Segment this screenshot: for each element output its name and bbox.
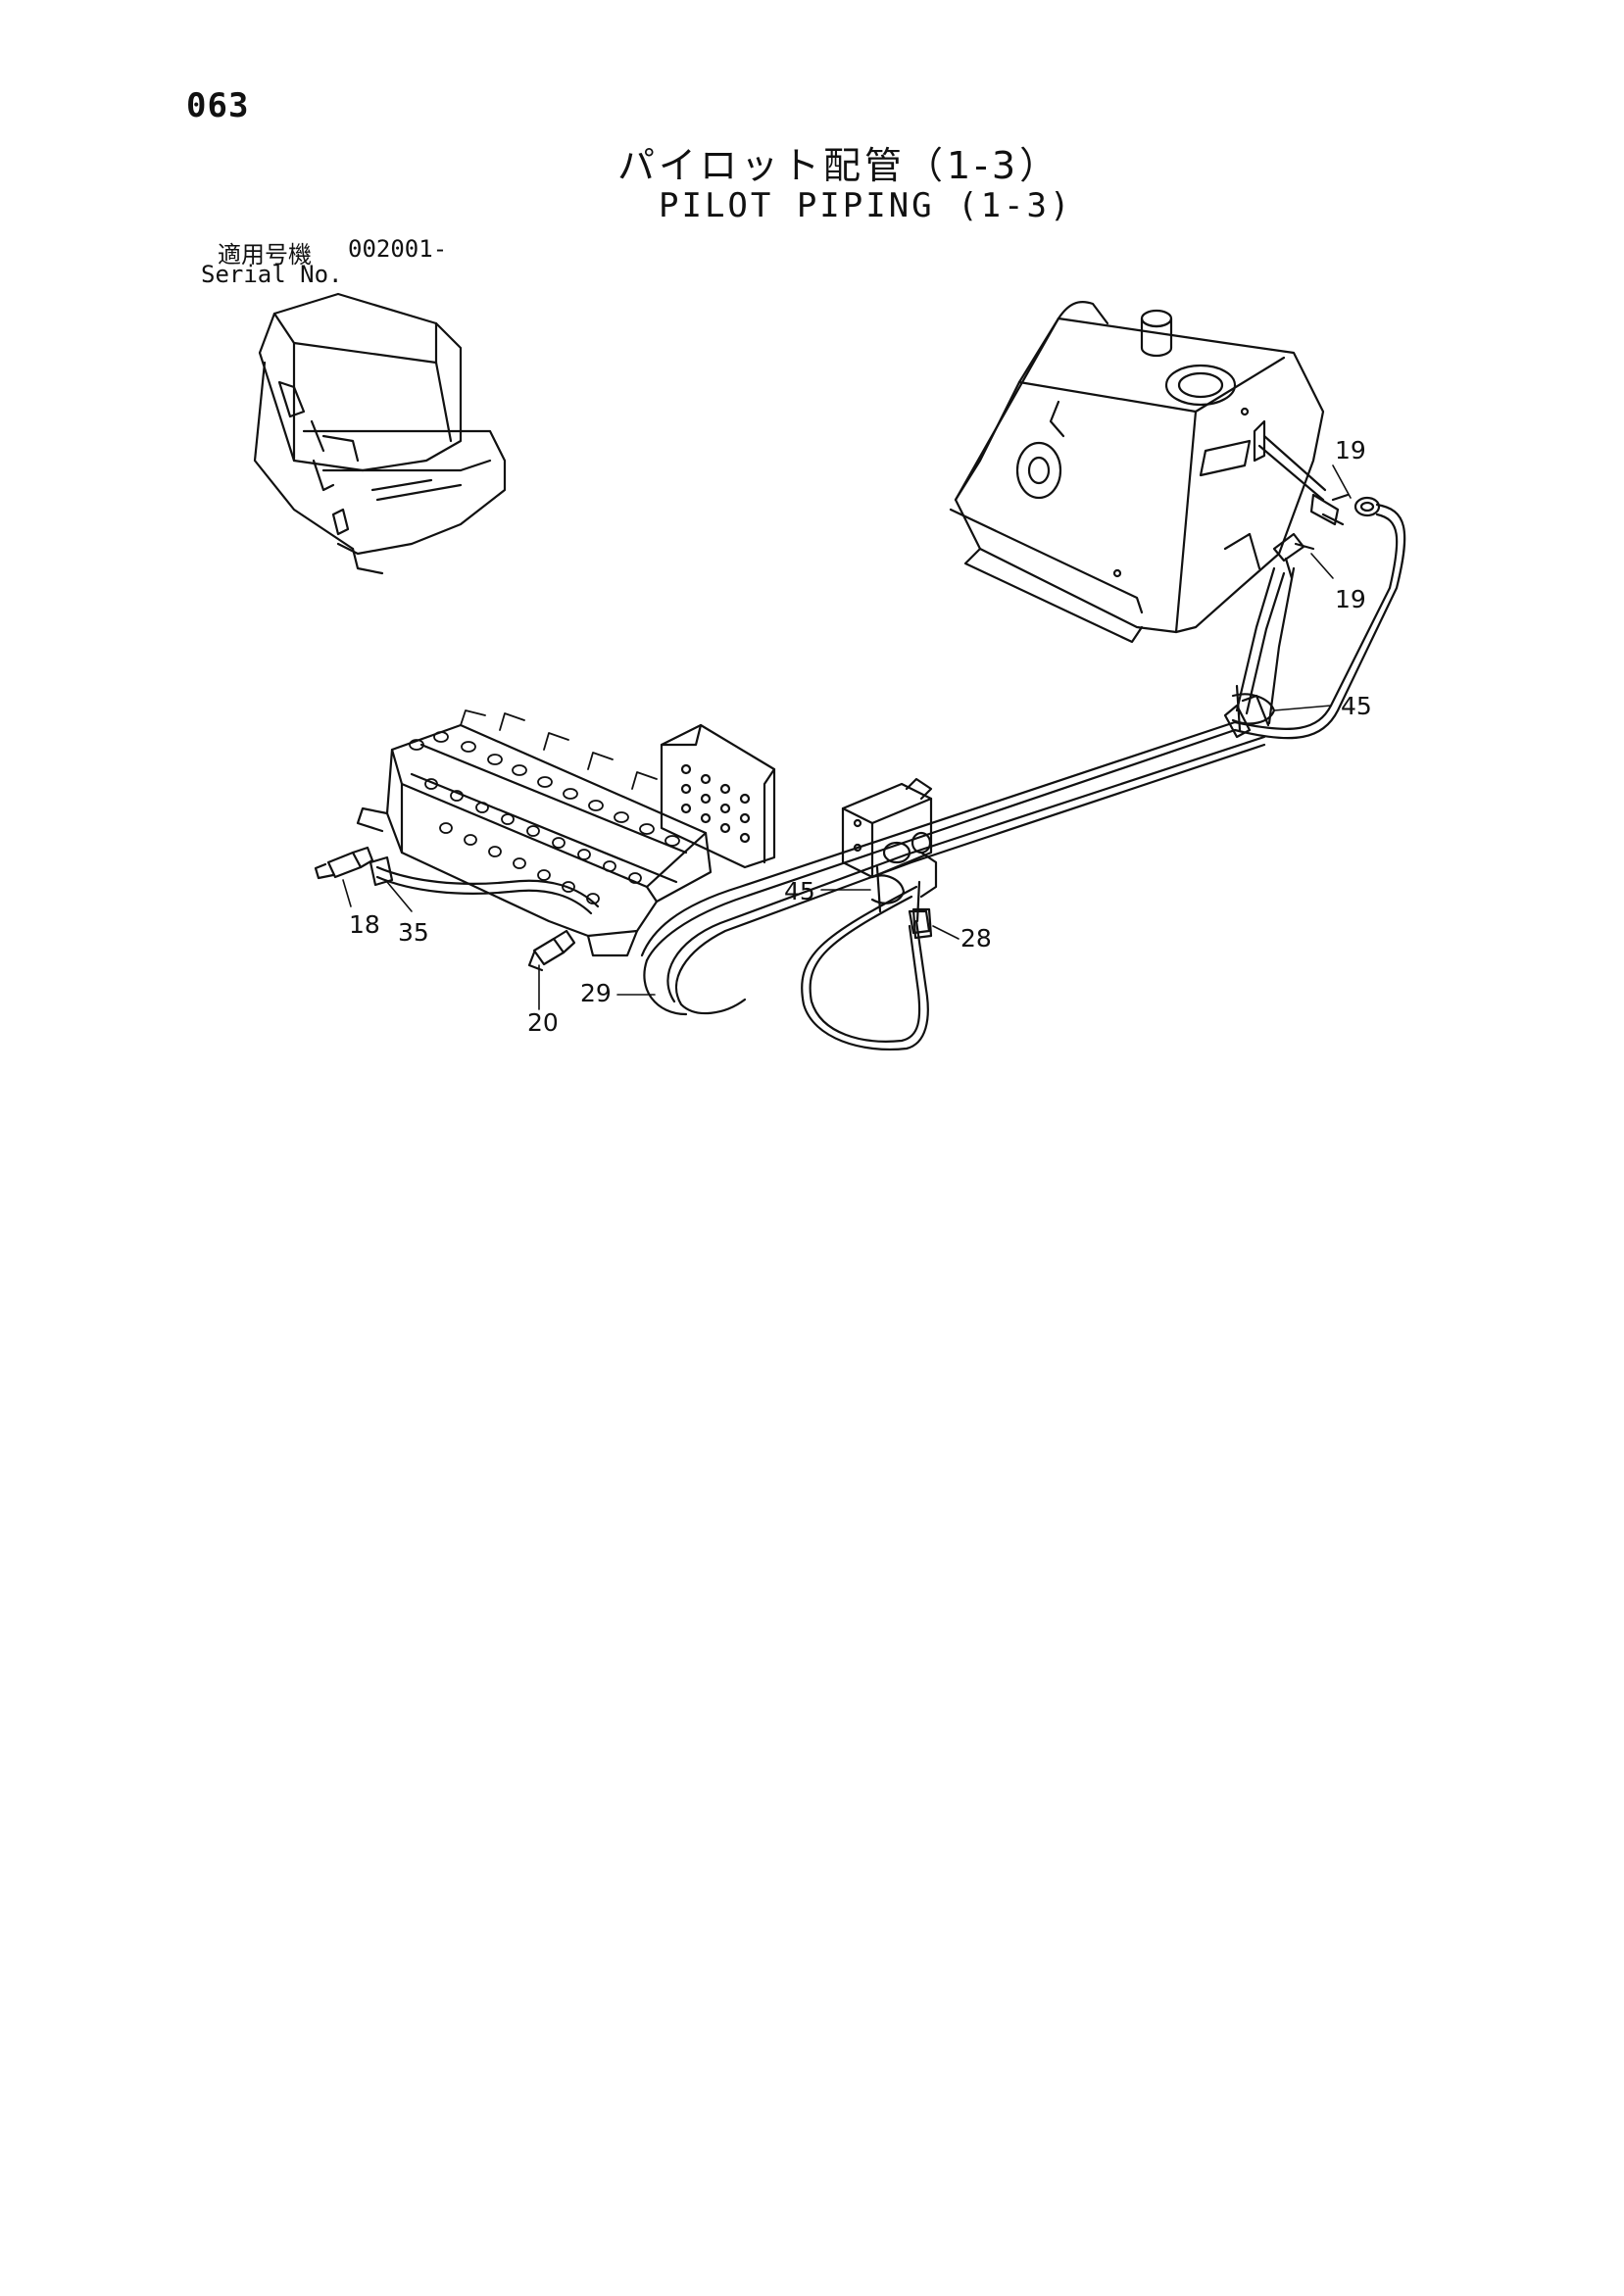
callout-labels: 19 19 45 18 35 45 28 20 29: [349, 436, 1372, 1037]
fitting-28: [911, 907, 933, 940]
hose-35: [369, 855, 600, 915]
serial-label-japanese: 適用号機: [218, 241, 312, 269]
title-english: PILOT PIPING (1-3): [659, 186, 1073, 225]
tank-fittings: [1272, 493, 1381, 580]
hydraulic-tank: [949, 301, 1327, 644]
pilot-pipes: [640, 503, 1406, 1050]
title-japanese: パイロット配管（1-3）: [617, 144, 1061, 187]
callout-28: 28: [960, 924, 992, 953]
control-valve: [356, 709, 713, 957]
serial-label-english: Serial No.: [201, 261, 343, 288]
callout-29: 29: [580, 979, 612, 1007]
callout-18: 18: [349, 910, 380, 939]
callout-35: 35: [398, 918, 429, 947]
fitting-20: [527, 929, 576, 972]
mounting-plate: [660, 723, 776, 869]
callout-19: 19: [1335, 436, 1366, 464]
fitting-18: [314, 846, 374, 880]
callout-19: 19: [1335, 585, 1366, 613]
excavator-thumbnail: [253, 292, 507, 575]
callout-45: 45: [1341, 692, 1372, 720]
callout-20: 20: [527, 1008, 559, 1037]
serial-number-value: 002001-: [348, 235, 448, 263]
page-number: 063: [186, 86, 250, 125]
valve-block: [841, 777, 938, 935]
callout-45: 45: [784, 877, 815, 905]
leader-lines: [342, 464, 1352, 1010]
